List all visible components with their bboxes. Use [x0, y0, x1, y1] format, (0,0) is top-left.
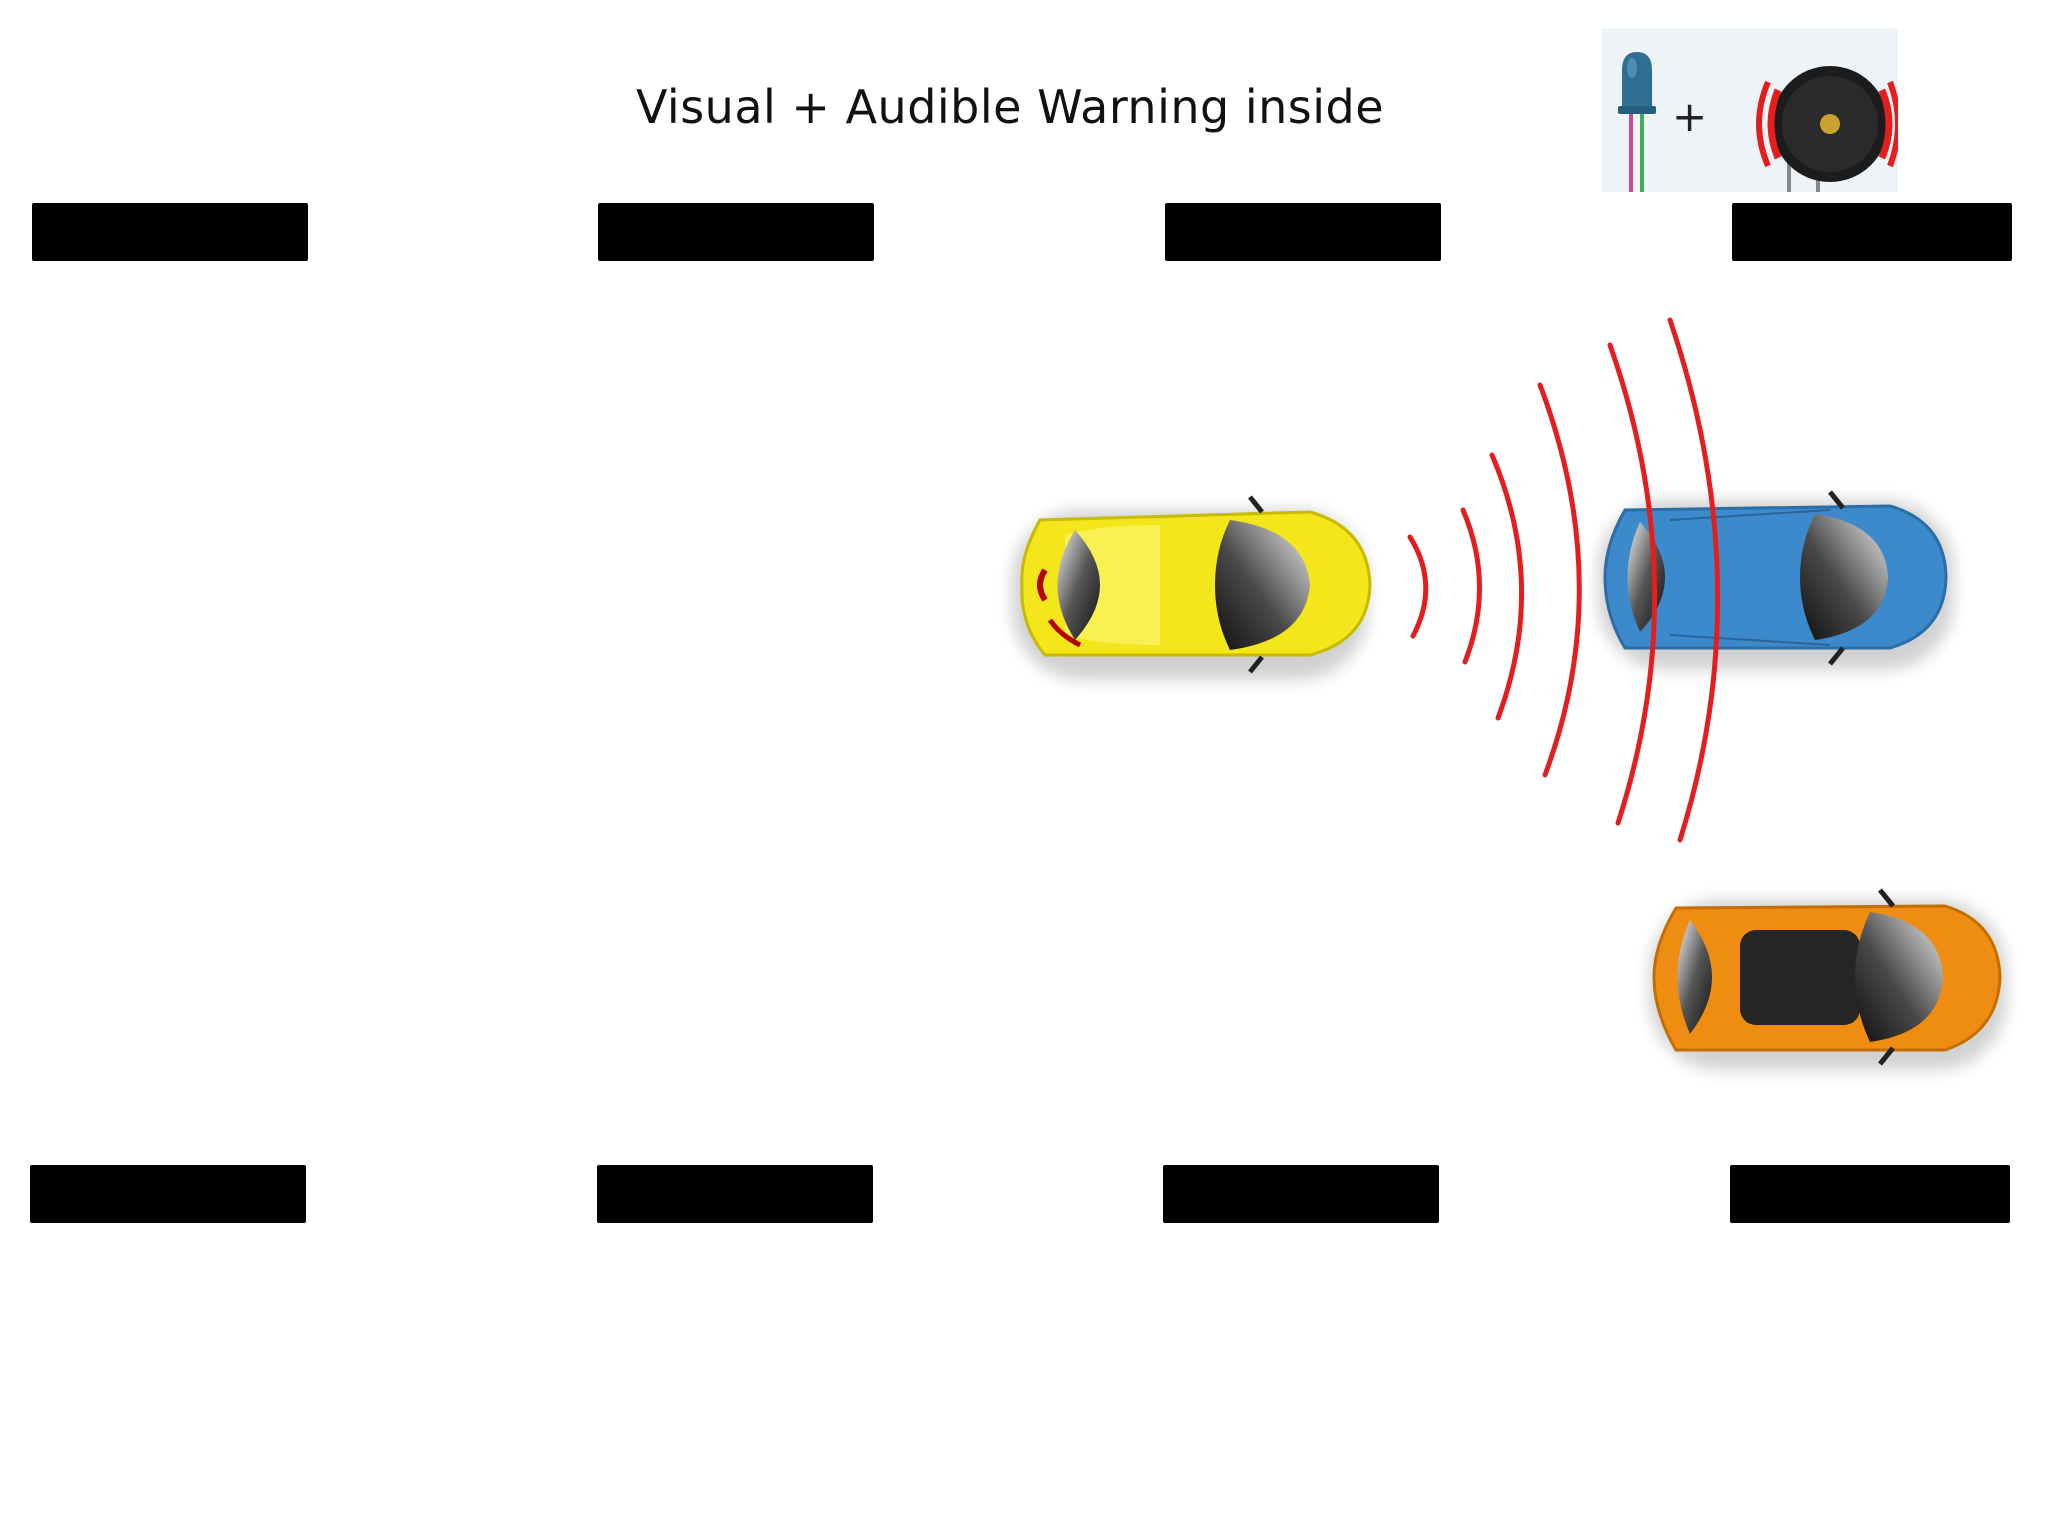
diagram-title: Visual + Audible Warning inside [635, 80, 1385, 134]
warning-device-inset [1602, 28, 1901, 192]
lane-marker-top-4 [1732, 203, 2012, 261]
blue-car [1598, 490, 1954, 670]
lane-marker-top-2 [598, 203, 874, 261]
lane-marker-bottom-2 [597, 1165, 873, 1223]
plus-sign: + [1672, 92, 1708, 141]
yellow-car [1012, 495, 1372, 680]
lane-marker-bottom-4 [1730, 1165, 2010, 1223]
lane-marker-bottom-3 [1163, 1165, 1439, 1223]
lane-marker-top-1 [32, 203, 308, 261]
warning-waves [1407, 317, 1721, 843]
orange-car [1650, 888, 2006, 1070]
lane-marker-top-3 [1165, 203, 1441, 261]
led-icon [1618, 52, 1656, 192]
lane-marker-bottom-1 [30, 1165, 306, 1223]
